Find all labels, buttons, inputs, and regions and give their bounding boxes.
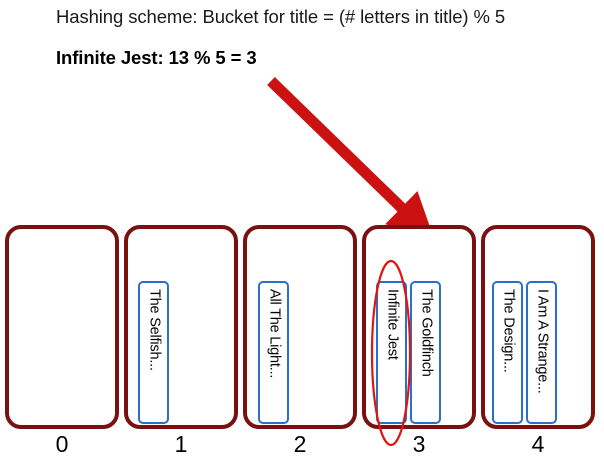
arrow-shaft: [267, 77, 435, 240]
book-title-label: All The Light...: [265, 289, 282, 379]
example-computation-caption: Infinite Jest: 13 % 5 = 3: [56, 47, 257, 68]
bucket-index-label: 1: [174, 431, 188, 457]
bucket-index-label: 3: [412, 431, 426, 457]
book-card[interactable]: All The Light...: [258, 281, 289, 424]
hashing-scheme-caption: Hashing scheme: Bucket for title = (# le…: [56, 6, 506, 27]
book-title-label: I Am A Strange...: [533, 289, 550, 394]
book-title-label: The Goldfinch: [417, 289, 434, 377]
bucket-0[interactable]: [5, 225, 119, 429]
book-title-label: The Selfish...: [145, 289, 162, 371]
book-title-label: The Design...: [499, 289, 516, 373]
book-card[interactable]: I Am A Strange...: [526, 281, 557, 424]
book-title-label: Infinite Jest: [383, 289, 400, 360]
book-card[interactable]: The Goldfinch: [410, 281, 441, 424]
bucket-index-label: 2: [293, 431, 307, 457]
book-card[interactable]: The Selfish...: [138, 281, 169, 424]
bucket-index-label: 4: [531, 431, 545, 457]
bucket-index-label: 0: [55, 431, 69, 457]
book-card[interactable]: The Design...: [492, 281, 523, 424]
book-card[interactable]: Infinite Jest: [376, 281, 407, 424]
